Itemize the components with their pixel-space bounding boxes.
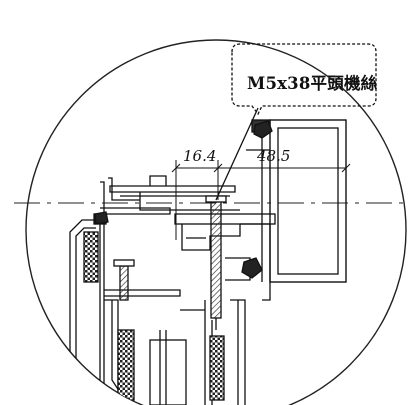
gaskets (94, 120, 273, 279)
frame-profile (109, 175, 276, 301)
detail-circle (25, 39, 407, 405)
leader-line (215, 107, 259, 201)
right-profile (246, 119, 347, 283)
dimension-lines (171, 160, 351, 240)
fixing-screw (113, 259, 135, 301)
callout (215, 43, 377, 201)
sill-profile (117, 299, 246, 405)
dimension-label-gap: 16.4 (183, 147, 217, 165)
screw (205, 195, 227, 330)
dimension-label-frame: 48.5 (257, 147, 291, 165)
callout-box (231, 43, 377, 116)
screw-spec-label: M5x38平頭機絲 (247, 74, 378, 93)
